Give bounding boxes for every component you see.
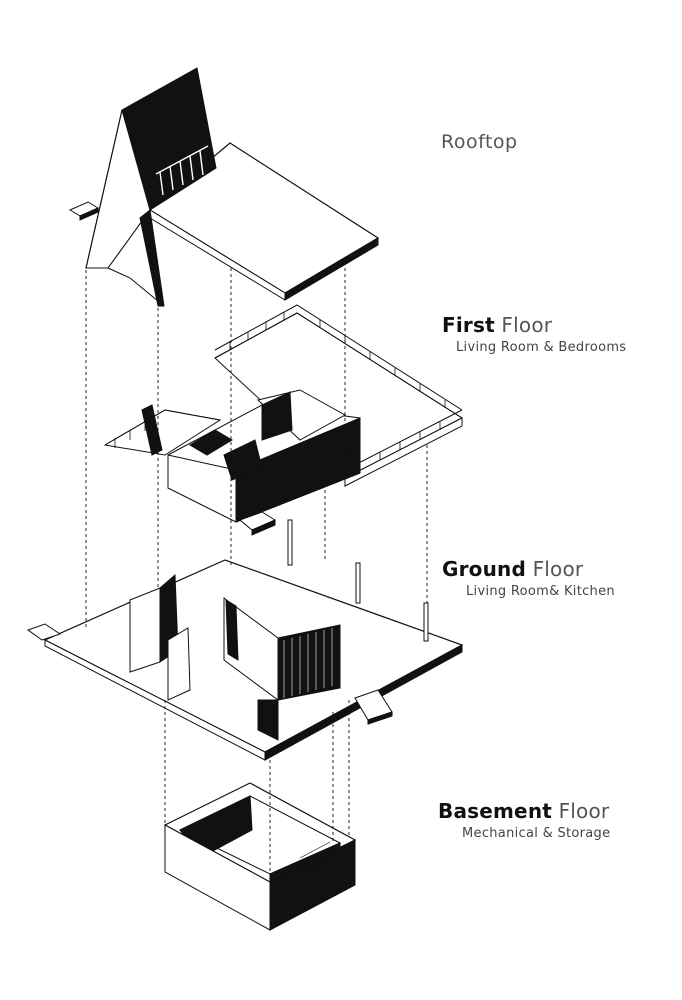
basement-floor-title: Basement Floor <box>438 799 610 823</box>
alignment-lines <box>85 262 428 872</box>
basement-floor-subtitle: Mechanical & Storage <box>462 826 611 841</box>
ground-floor-level <box>26 519 464 761</box>
basement-level <box>163 782 357 931</box>
first-floor-subtitle: Living Room & Bedrooms <box>456 340 627 355</box>
ground-floor-subtitle: Living Room& Kitchen <box>466 584 615 599</box>
first-floor-label: First Floor Living Room & Bedrooms <box>442 313 626 355</box>
rooftop-title: Rooftop <box>441 131 518 153</box>
rooftop-label: Rooftop <box>441 131 518 153</box>
basement-floor-label: Basement Floor Mechanical & Storage <box>438 799 610 841</box>
ground-floor-title: Ground Floor <box>442 557 584 581</box>
ground-floor-label: Ground Floor Living Room& Kitchen <box>442 557 615 599</box>
rooftop-level <box>68 67 380 307</box>
first-floor-title: First Floor <box>442 313 553 337</box>
first-floor-level <box>103 304 464 536</box>
